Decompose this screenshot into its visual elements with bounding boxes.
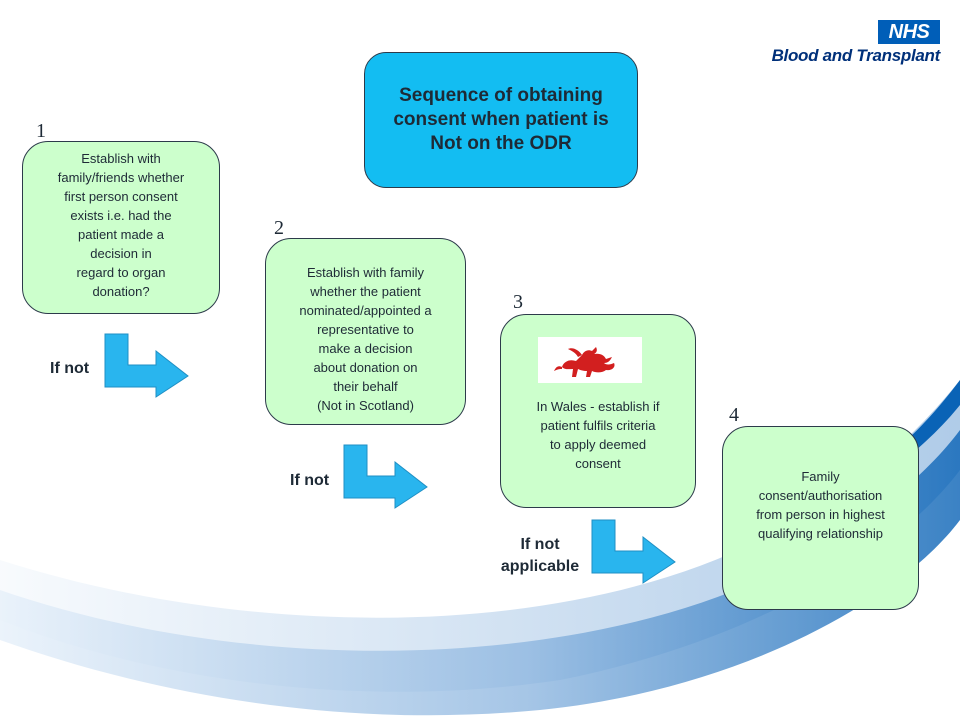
- step-4-line: qualifying relationship: [757, 526, 884, 541]
- step-3-line: In Wales - establish if: [536, 399, 660, 414]
- bent-arrow-icon: [343, 444, 428, 509]
- nhs-logo: NHS Blood and Transplant: [750, 20, 940, 70]
- step-box-2: Establish with family whether the patien…: [265, 238, 466, 425]
- connector-1-text: If not: [50, 360, 90, 377]
- step-1-line: decision in: [90, 246, 152, 261]
- connector-3-text: If not: [520, 536, 560, 553]
- connector-label-2: If not: [290, 470, 329, 492]
- step-1-line: first person consent: [64, 189, 178, 204]
- step-box-1: Establish with family/friends whether fi…: [22, 141, 220, 314]
- step-number-2: 2: [274, 217, 284, 239]
- step-4-line: from person in highest: [756, 507, 885, 522]
- step-1-line: regard to organ: [76, 265, 166, 280]
- step-number-4: 4: [729, 404, 739, 426]
- step-3-line: consent: [575, 456, 621, 471]
- step-1-line: donation?: [92, 284, 150, 299]
- connector-2-text: If not: [290, 472, 330, 489]
- connector-label-3: If not applicable: [488, 534, 592, 578]
- step-4-line: consent/authorisation: [758, 488, 883, 503]
- step-1-line: exists i.e. had the: [70, 208, 172, 223]
- diagram-title: Sequence of obtaining consent when patie…: [393, 85, 609, 154]
- welsh-dragon-flag-icon: [538, 337, 642, 383]
- connector-label-1: If not: [50, 358, 89, 380]
- step-4-line: Family: [801, 469, 840, 484]
- bent-arrow-icon: [591, 519, 676, 584]
- connector-3-text: applicable: [500, 558, 580, 575]
- nhs-badge: NHS: [878, 20, 940, 44]
- step-2-line: representative to: [317, 322, 414, 337]
- step-box-4: Family consent/authorisation from person…: [722, 426, 919, 610]
- step-box-3: In Wales - establish if patient fulfils …: [500, 314, 696, 508]
- step-2-line: about donation on: [313, 360, 418, 375]
- logo-text: Blood and Transplant: [771, 46, 941, 65]
- step-2-line: whether the patient: [310, 284, 421, 299]
- step-2-line: (Not in Scotland): [317, 398, 414, 413]
- bent-arrow-icon: [104, 333, 189, 398]
- step-3-line: to apply deemed: [549, 437, 647, 452]
- step-2-line: make a decision: [318, 341, 413, 356]
- step-number-1: 1: [36, 120, 46, 142]
- step-2-line: nominated/appointed a: [299, 303, 432, 318]
- step-number-3: 3: [513, 291, 523, 313]
- step-3-line: patient fulfils criteria: [540, 418, 656, 433]
- title-box: Sequence of obtaining consent when patie…: [364, 52, 638, 188]
- step-1-line: patient made a: [77, 227, 164, 242]
- step-2-line: their behalf: [333, 379, 398, 394]
- step-2-line: Establish with family: [306, 265, 425, 280]
- step-1-line: family/friends whether: [57, 170, 185, 185]
- step-1-line: Establish with: [81, 151, 161, 166]
